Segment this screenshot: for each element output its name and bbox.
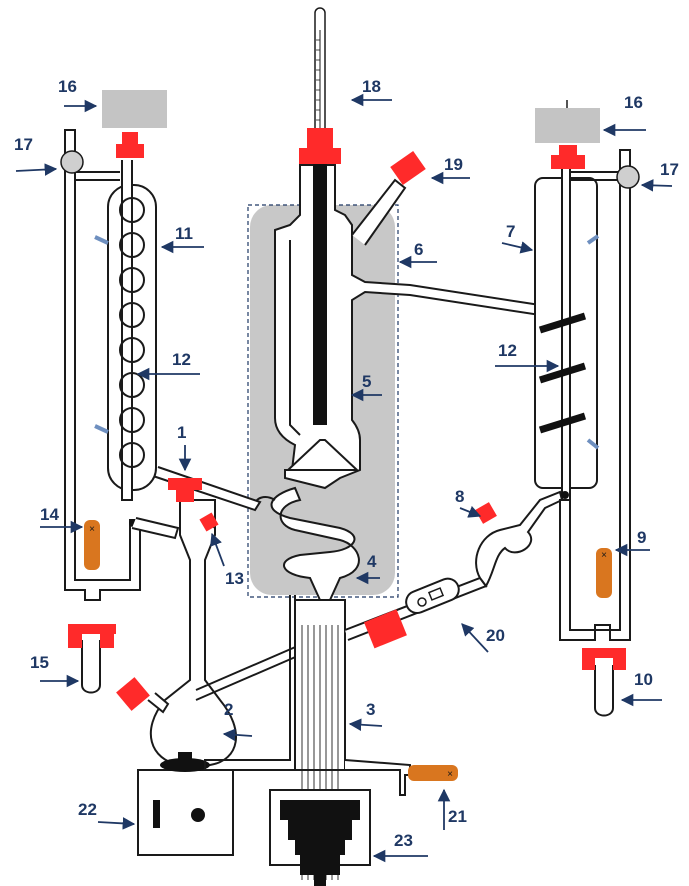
left-return-line [131,517,180,540]
label-13: 13 [225,569,244,588]
label-1: 1 [177,423,186,442]
label-8: 8 [455,487,464,506]
label-4: 4 [367,552,377,571]
clamp-17-right [616,165,640,189]
stopper-13 [199,512,219,532]
chamber-outline [274,164,541,490]
svg-text:×: × [89,524,95,535]
label-11: 11 [175,224,193,243]
valve-21: × [408,765,458,781]
label-23: 23 [394,831,413,850]
cap-16-left [102,90,167,128]
label-15: 15 [30,653,49,672]
stirrer-22 [137,752,234,856]
cap-16-right [535,108,600,143]
label-21: 21 [448,807,467,826]
svg-text:×: × [447,769,453,780]
outlet-tick [94,424,109,434]
heater-23 [269,789,371,886]
label-22: 22 [78,800,97,819]
stopper-18 [299,128,341,164]
label-19: 19 [444,155,463,174]
receiver-15 [68,624,116,694]
svg-text:×: × [601,550,607,561]
label-20: 20 [486,626,505,645]
label-16-left: 16 [58,77,77,96]
u-bend-8 [475,490,564,588]
valve-14: × [84,520,100,570]
left-condenser [64,129,157,601]
side-arm-19 [351,150,426,246]
receiver-10 [582,648,626,717]
label-6: 6 [414,240,423,259]
outlet-tick-right [586,438,600,450]
thermometer [285,7,360,471]
left-column [149,499,237,766]
connector-1 [149,466,262,512]
flask-neck [147,692,170,714]
label-17-left: 17 [14,135,33,154]
label-17-right: 17 [660,160,679,179]
stopper-1 [168,478,202,502]
stopper-left-top [116,132,144,158]
stopper-8 [475,502,497,524]
funnel [285,439,360,471]
clamp-17-left [60,150,84,174]
label-2: 2 [224,700,233,719]
chamber-inner-wall [289,240,301,436]
central-chamber [274,164,541,490]
thermometer-stem [313,160,327,425]
label-3: 3 [366,700,375,719]
cross-line [195,644,301,701]
label-12-right: 12 [498,341,517,360]
right-condenser [534,149,631,641]
label-10: 10 [634,670,653,689]
label-14: 14 [40,505,59,524]
inlet-tick [94,235,109,245]
stopper-flask [116,677,150,711]
label-9: 9 [637,528,646,547]
stopper-right-top [551,145,585,169]
inlet-tick-right [586,234,600,245]
label-12-left: 12 [172,350,191,369]
coil-12-right [538,312,587,434]
valve-9: × [596,548,612,598]
label-5: 5 [362,372,371,391]
label-7: 7 [506,222,515,241]
callouts: 1 2 3 4 5 6 7 8 9 10 11 12 12 [14,77,679,863]
label-18: 18 [362,77,381,96]
junction-dot-right [561,491,569,499]
label-16-right: 16 [624,93,643,112]
